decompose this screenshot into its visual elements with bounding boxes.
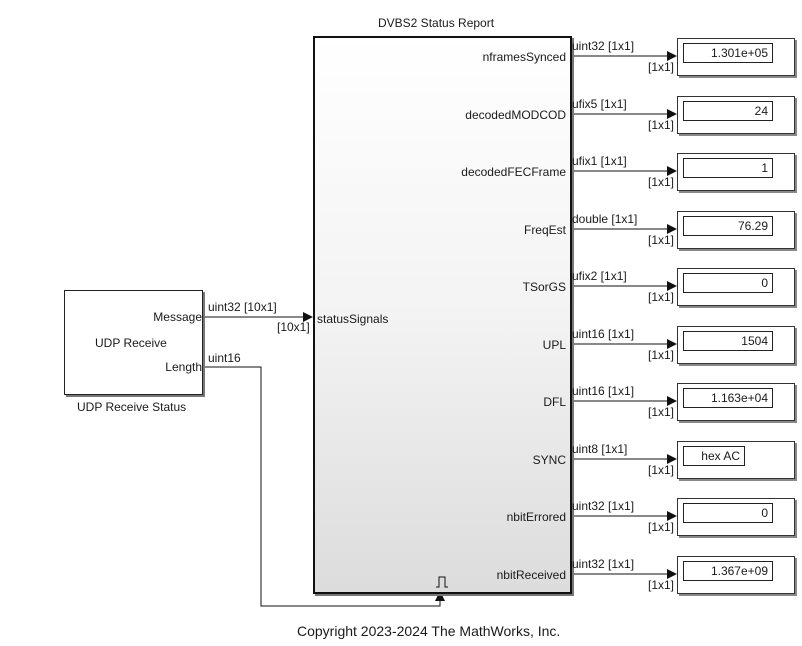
output-type-label: uint8 [1x1]: [572, 442, 628, 456]
output-arrowhead: [667, 569, 677, 579]
output-arrowhead: [667, 339, 677, 349]
output-port-label: nbitErrored: [506, 510, 566, 524]
udp-receive-block[interactable]: Message UDP Receive Length: [64, 290, 203, 395]
output-type-label: uint16 [1x1]: [572, 384, 635, 398]
display-value: 1: [683, 158, 773, 178]
display-block-decodedMODCOD[interactable]: 24: [677, 96, 795, 134]
output-type-label: uint32 [1x1]: [572, 39, 635, 53]
display-block-DFL[interactable]: 1.163e+04: [677, 383, 795, 421]
output-dims-label: [1x1]: [648, 463, 675, 477]
length-port-label: Length: [165, 360, 202, 374]
output-dims-label: [1x1]: [648, 348, 675, 362]
display-value: hex AC: [683, 446, 745, 466]
output-dims-label: [1x1]: [648, 578, 675, 592]
output-port-label: TSorGS: [522, 280, 566, 294]
copyright-footer: Copyright 2023-2024 The MathWorks, Inc.: [297, 623, 561, 639]
output-port-label: SYNC: [532, 453, 566, 467]
output-type-label: ufix5 [1x1]: [572, 97, 627, 111]
output-arrowhead: [667, 511, 677, 521]
output-type-label: uint32 [1x1]: [572, 499, 635, 513]
output-arrowhead: [667, 281, 677, 291]
output-dims-label: [1x1]: [648, 290, 675, 304]
display-block-UPL[interactable]: 1504: [677, 326, 795, 364]
output-dims-label: [1x1]: [648, 118, 675, 132]
output-port-label: nframesSynced: [482, 50, 566, 64]
display-value: 76.29: [683, 216, 773, 236]
display-value: 1.301e+05: [683, 43, 773, 63]
length-wire[interactable]: [201, 366, 441, 607]
display-block-decodedFECFrame[interactable]: 1: [677, 153, 795, 191]
length-signal-label: uint16: [208, 351, 241, 365]
status-signals-port-label: statusSignals: [317, 312, 389, 326]
output-port-label: DFL: [543, 395, 566, 409]
output-arrowhead: [667, 51, 677, 61]
message-port-label: Message: [153, 310, 202, 324]
output-type-label: uint16 [1x1]: [572, 327, 635, 341]
main-block-title: DVBS2 Status Report: [378, 16, 495, 30]
output-arrowhead: [667, 454, 677, 464]
trigger-arrowhead: [435, 591, 445, 601]
output-arrowhead: [667, 224, 677, 234]
output-dims-label: [1x1]: [648, 520, 675, 534]
display-block-nbitErrored[interactable]: 0: [677, 498, 795, 536]
output-port-label: FreqEst: [523, 223, 566, 237]
output-port-label: decodedMODCOD: [465, 108, 566, 122]
output-dims-label: [1x1]: [648, 175, 675, 189]
output-arrowhead: [667, 166, 677, 176]
output-port-label: UPL: [542, 338, 566, 352]
message-signal-label: uint32 [10x1]: [208, 300, 277, 314]
output-type-label: ufix2 [1x1]: [572, 269, 627, 283]
message-arrowhead: [303, 312, 313, 322]
output-type-label: ufix1 [1x1]: [572, 154, 627, 168]
output-arrowhead: [667, 396, 677, 406]
output-arrowhead: [667, 109, 677, 119]
display-block-FreqEst[interactable]: 76.29: [677, 211, 795, 249]
display-value: 1.367e+09: [683, 561, 773, 581]
display-block-nbitReceived[interactable]: 1.367e+09: [677, 556, 795, 594]
output-dims-label: [1x1]: [648, 233, 675, 247]
udp-block-title: UDP Receive: [95, 336, 167, 350]
output-port-label: decodedFECFrame: [461, 165, 566, 179]
display-value: 0: [683, 273, 773, 293]
udp-block-name: UDP Receive Status: [77, 400, 187, 414]
display-value: 1.163e+04: [683, 388, 773, 408]
display-block-SYNC[interactable]: hex AC: [677, 441, 795, 479]
display-value: 24: [683, 101, 773, 121]
output-port-label: nbitReceived: [496, 568, 566, 582]
display-value: 0: [683, 503, 773, 523]
display-block-nframesSynced[interactable]: 1.301e+05: [677, 38, 795, 76]
output-dims-label: [1x1]: [648, 405, 675, 419]
dvbs2-status-report-block[interactable]: statusSignals nframesSynced decodedMODCOD…: [313, 36, 572, 594]
output-type-label: uint32 [1x1]: [572, 557, 635, 571]
trigger-pulse-icon: [436, 576, 448, 588]
output-type-label: double [1x1]: [572, 212, 638, 226]
message-dims-label: [10x1]: [277, 320, 310, 334]
output-dims-label: [1x1]: [648, 60, 675, 74]
display-block-TSorGS[interactable]: 0: [677, 268, 795, 306]
display-value: 1504: [683, 331, 773, 351]
